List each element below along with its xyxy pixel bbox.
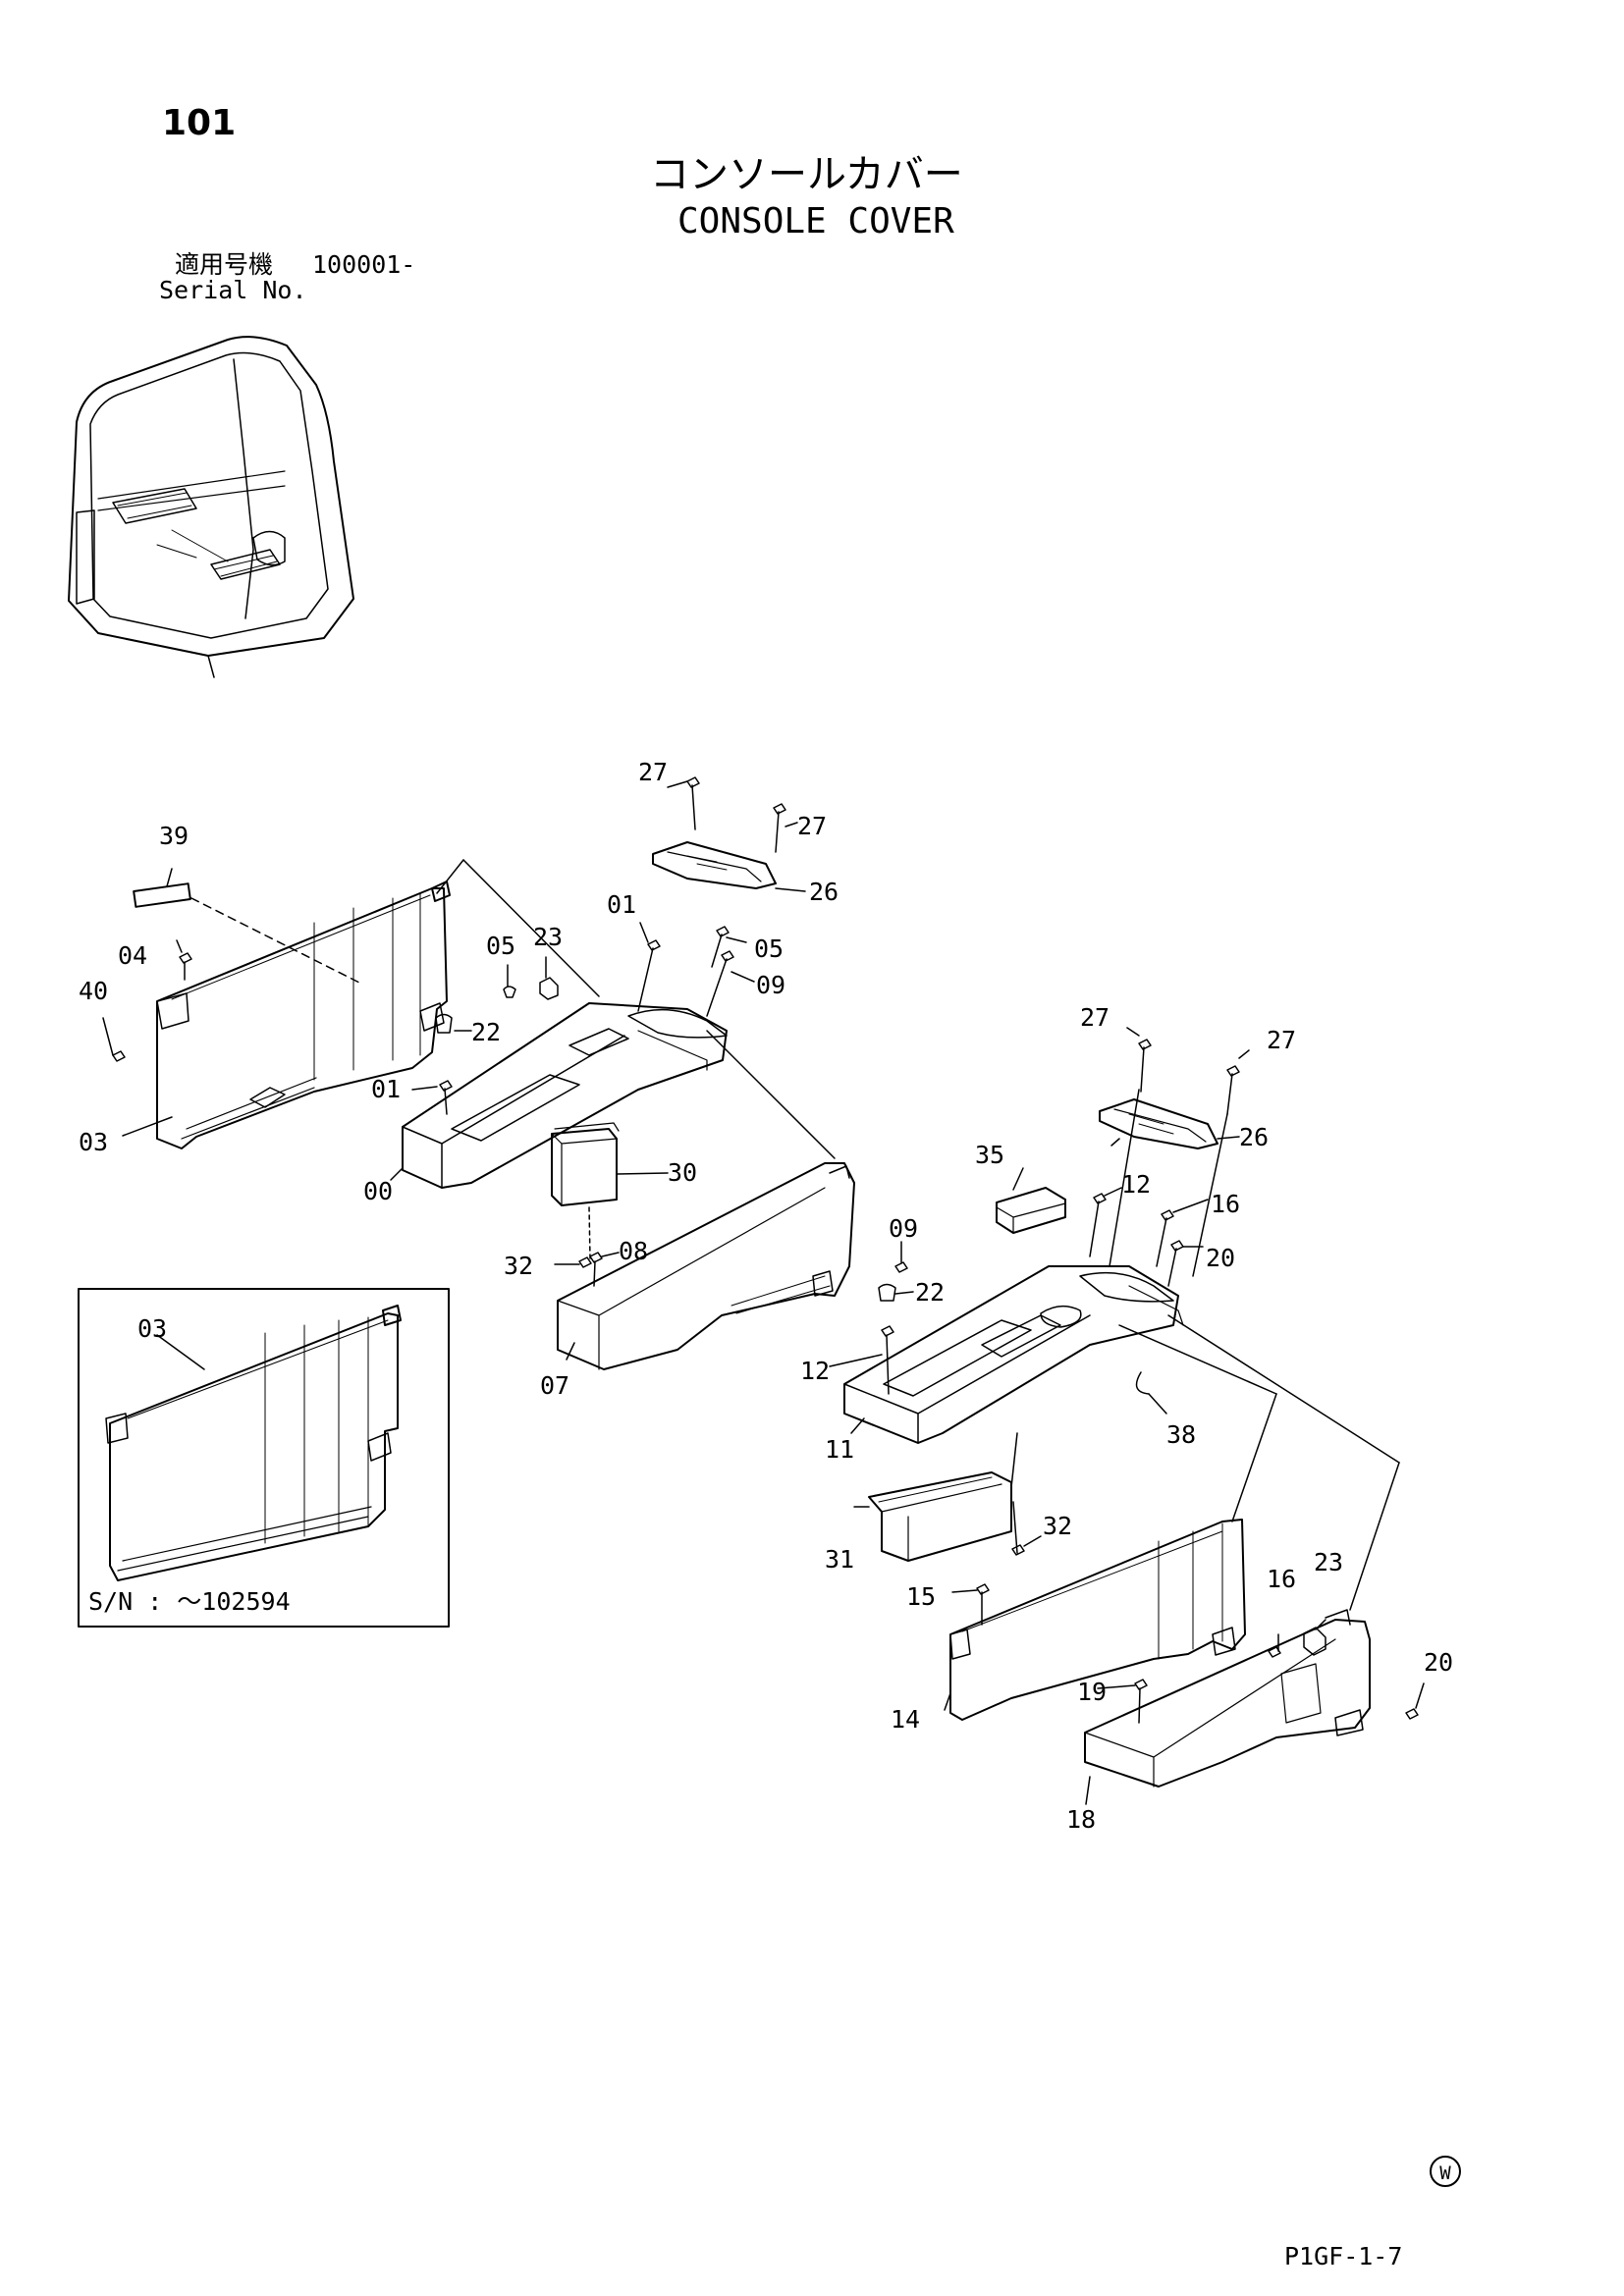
left-storage-box bbox=[551, 1122, 620, 1206]
serial-label-japanese: 適用号機 bbox=[175, 250, 274, 279]
page-code: P1GF-1-7 bbox=[1284, 2242, 1403, 2270]
callout-40: 40 bbox=[79, 977, 108, 1005]
callout-35: 35 bbox=[975, 1141, 1004, 1169]
callout-04: 04 bbox=[118, 941, 147, 970]
left-side-cover bbox=[156, 881, 451, 1149]
callout-00: 00 bbox=[363, 1177, 393, 1205]
maker-mark-letter: W bbox=[1439, 2163, 1451, 2184]
inset-old-version-box bbox=[78, 1288, 450, 1628]
callout-05-b: 05 bbox=[486, 932, 515, 960]
leader-lines bbox=[102, 780, 1425, 1805]
right-armrest-pad bbox=[1099, 1098, 1218, 1149]
callout-20-a: 20 bbox=[1206, 1244, 1235, 1272]
inset-serial-note: S/N : ～102594 bbox=[88, 1587, 291, 1616]
serial-label-english: Serial No. bbox=[159, 276, 307, 304]
callout-26-b: 26 bbox=[1239, 1123, 1269, 1151]
fasteners bbox=[112, 776, 1419, 1724]
left-console-top bbox=[402, 1002, 728, 1189]
serial-number-value: 100001- bbox=[312, 250, 416, 279]
callout-19: 19 bbox=[1077, 1678, 1107, 1706]
callout-15: 15 bbox=[906, 1582, 936, 1611]
callout-09-a: 09 bbox=[756, 971, 785, 999]
callout-26-a: 26 bbox=[809, 878, 839, 906]
callout-32-b: 32 bbox=[1043, 1512, 1072, 1540]
callout-01-a: 01 bbox=[607, 890, 636, 919]
display-cover bbox=[996, 1187, 1066, 1234]
callout-05-a: 05 bbox=[754, 934, 784, 963]
callout-27-d: 27 bbox=[1267, 1026, 1296, 1054]
callout-16-a: 16 bbox=[1211, 1190, 1240, 1218]
callout-27-c: 27 bbox=[1080, 1003, 1110, 1032]
title-english: CONSOLE COVER bbox=[677, 201, 954, 241]
label-plate bbox=[133, 882, 191, 908]
right-console-top bbox=[843, 1265, 1184, 1444]
page-number: 101 bbox=[162, 103, 237, 143]
right-lower-cover bbox=[1084, 1609, 1371, 1788]
callout-18: 18 bbox=[1066, 1805, 1096, 1834]
callout-32-a: 32 bbox=[504, 1252, 533, 1280]
callout-14: 14 bbox=[891, 1705, 920, 1734]
title-japanese: コンソールカバー bbox=[650, 152, 963, 197]
callout-16-b: 16 bbox=[1267, 1565, 1296, 1593]
callout-09-b: 09 bbox=[889, 1214, 918, 1243]
callout-22-b: 22 bbox=[915, 1278, 945, 1307]
callout-12-b: 12 bbox=[1121, 1170, 1151, 1199]
callout-22-a: 22 bbox=[471, 1018, 501, 1046]
callout-01-b: 01 bbox=[371, 1075, 401, 1103]
left-armrest-pad bbox=[652, 841, 777, 889]
callout-23-b: 23 bbox=[1314, 1548, 1343, 1576]
callout-labels: 27 27 26 01 05 09 05 23 22 01 00 39 04 4… bbox=[79, 758, 1453, 1834]
inset-callout-03: 03 bbox=[137, 1314, 167, 1343]
callout-38: 38 bbox=[1166, 1420, 1196, 1449]
callout-11: 11 bbox=[825, 1435, 854, 1464]
callout-39: 39 bbox=[159, 822, 189, 850]
callout-31: 31 bbox=[825, 1545, 854, 1574]
callout-27-b: 27 bbox=[797, 812, 827, 840]
right-storage-box bbox=[868, 1471, 1012, 1562]
left-lower-cover bbox=[557, 1162, 855, 1370]
callout-07: 07 bbox=[540, 1371, 569, 1400]
right-side-cover bbox=[949, 1519, 1246, 1721]
callout-27-a: 27 bbox=[638, 758, 668, 786]
cab-overview-illustration bbox=[68, 336, 354, 678]
callout-03: 03 bbox=[79, 1128, 108, 1156]
callout-20-b: 20 bbox=[1424, 1648, 1453, 1677]
maker-mark-icon: W bbox=[1430, 2156, 1461, 2187]
callout-23-a: 23 bbox=[533, 923, 563, 951]
clip-part bbox=[1135, 1371, 1150, 1395]
callout-30: 30 bbox=[668, 1158, 697, 1187]
callout-12-a: 12 bbox=[800, 1357, 830, 1385]
callout-08: 08 bbox=[619, 1237, 648, 1265]
